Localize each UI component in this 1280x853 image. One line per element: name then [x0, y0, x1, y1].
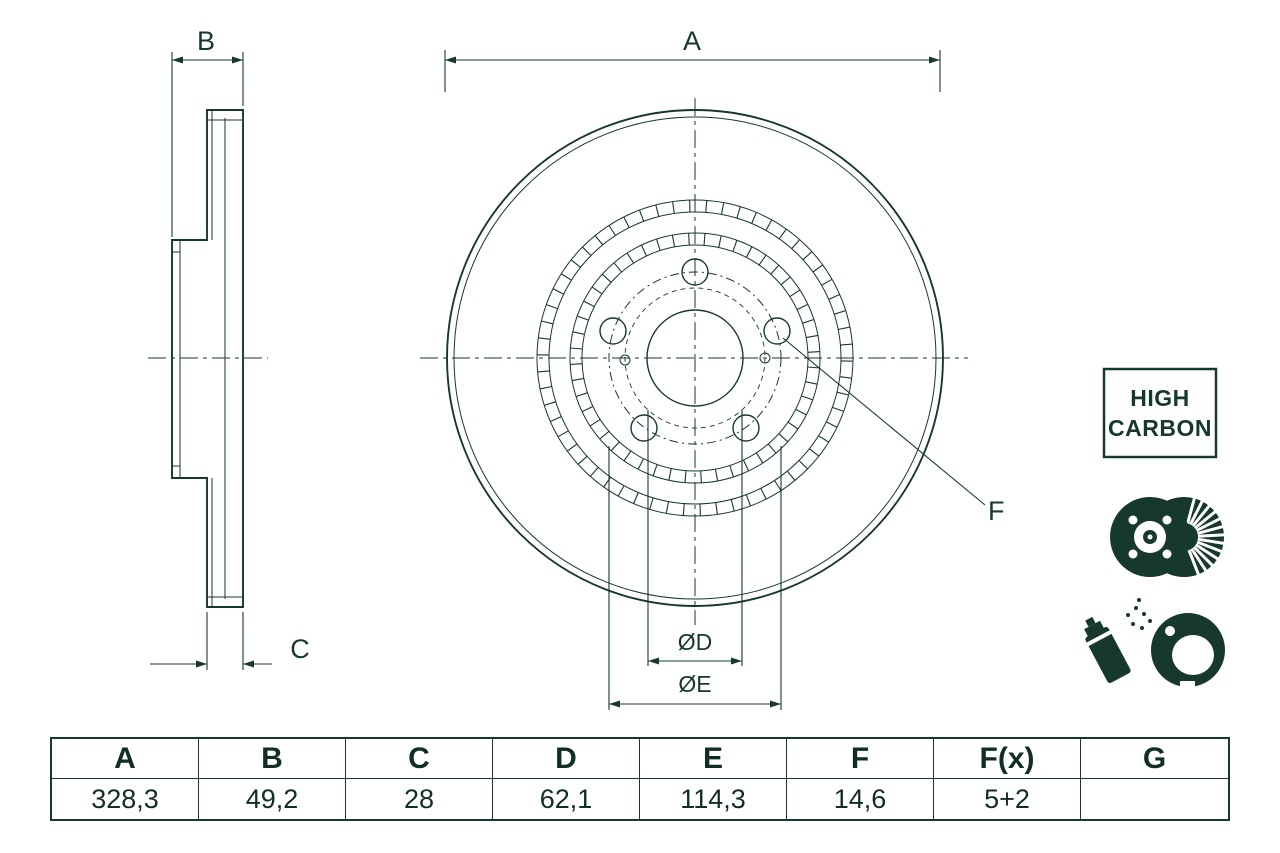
header-cell-g: G [1081, 739, 1228, 779]
dim-label-f: F [988, 496, 1005, 526]
header-cell-f: F [787, 739, 934, 779]
header-cell-fx: F(x) [934, 739, 1081, 779]
spec-table: A B C D E F F(x) G 328,3 49,2 28 62,1 11… [50, 737, 1230, 821]
coating-spray-icon [1084, 598, 1225, 690]
front-view [420, 98, 968, 625]
header-cell-c: C [346, 739, 493, 779]
leader-f: F [782, 337, 1005, 526]
value-cell-c: 28 [346, 779, 493, 819]
spec-table-values-row: 328,3 49,2 28 62,1 114,3 14,6 5+2 [52, 779, 1228, 819]
dim-label-d: ØD [678, 629, 713, 655]
header-cell-d: D [493, 739, 640, 779]
dim-label-a: A [683, 26, 701, 56]
spec-table-header-row: A B C D E F F(x) G [52, 739, 1228, 779]
value-cell-f: 14,6 [787, 779, 934, 819]
dim-label-e: ØE [678, 671, 711, 697]
dim-label-c: C [290, 634, 310, 664]
dimension-b: B [171, 26, 244, 237]
value-cell-d: 62,1 [493, 779, 640, 819]
value-cell-e: 114,3 [640, 779, 787, 819]
badge-line-1: HIGH [1130, 385, 1190, 411]
header-cell-e: E [640, 739, 787, 779]
vent-pattern-inner [570, 233, 820, 483]
technical-drawing: B C [148, 26, 1226, 710]
value-cell-g [1081, 779, 1228, 819]
pin-holes [619, 352, 771, 366]
high-carbon-badge: HIGH CARBON [1102, 367, 1218, 459]
value-cell-fx: 5+2 [934, 779, 1081, 819]
spray-mist [1126, 598, 1152, 630]
vented-disc-icon [1110, 496, 1226, 577]
dimension-c: C [150, 612, 310, 670]
side-view [148, 109, 268, 608]
value-cell-b: 49,2 [199, 779, 346, 819]
vent-pattern-outer [536, 200, 854, 516]
bolt-holes [599, 258, 791, 442]
badge-line-2: CARBON [1108, 415, 1212, 441]
header-cell-b: B [199, 739, 346, 779]
header-cell-a: A [52, 739, 199, 779]
value-cell-a: 328,3 [52, 779, 199, 819]
dimension-a: A [444, 26, 941, 92]
dimension-e: ØE [608, 446, 782, 710]
dimension-d: ØD [647, 410, 743, 666]
dim-label-b: B [197, 26, 215, 56]
